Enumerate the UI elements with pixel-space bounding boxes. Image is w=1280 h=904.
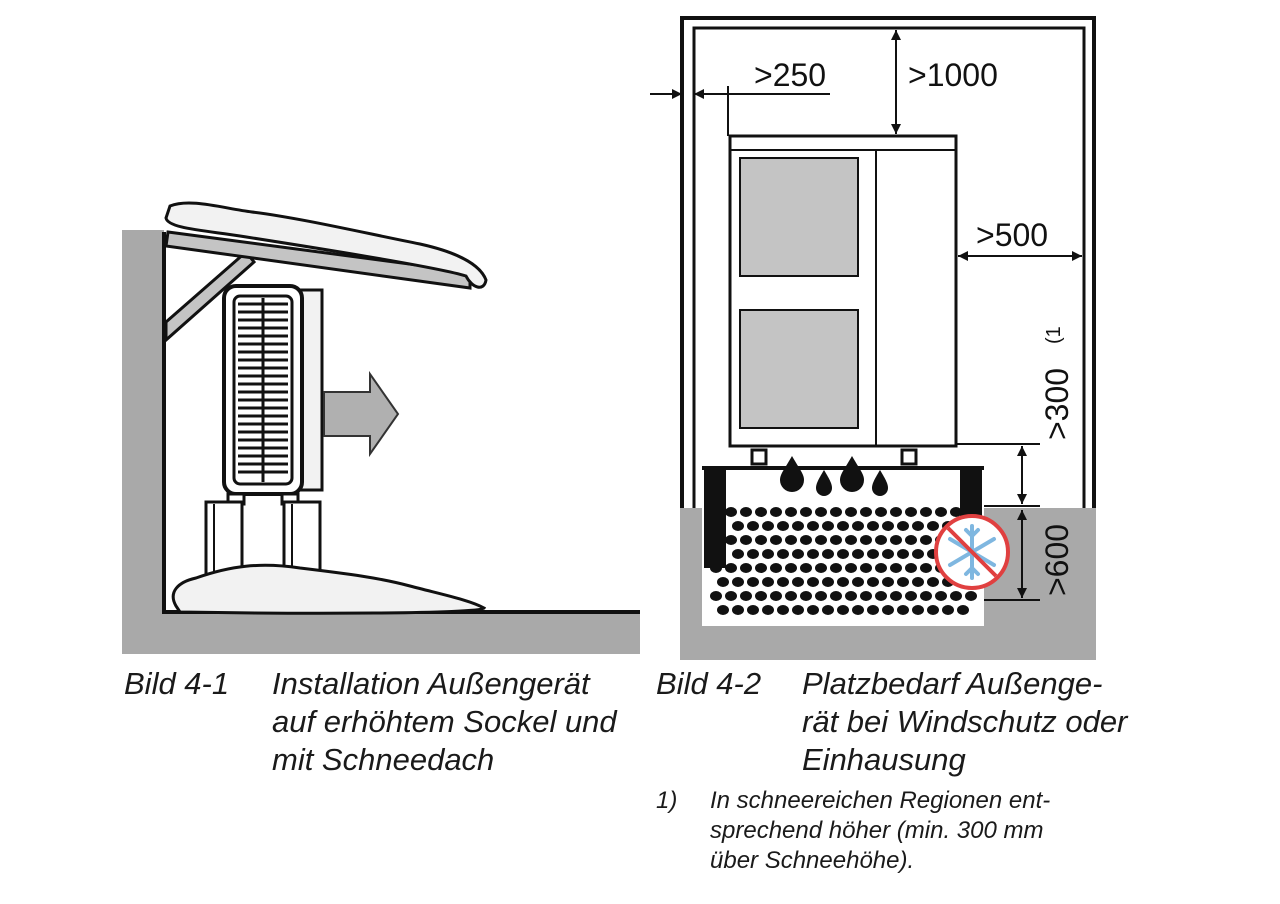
footnote-line-2: sprechend höher (min. 300 mm <box>710 817 1044 844</box>
footnote-line-3: über Schneehöhe). <box>710 847 915 874</box>
no-frost-icon <box>934 514 1010 590</box>
dim-300-note-marker: (1 <box>1043 326 1065 344</box>
figure-right-caption-line-3: Einhausung <box>802 742 966 777</box>
unit-foot-right <box>900 448 918 466</box>
wall-ground-outline <box>162 232 640 614</box>
figure-right-label: Bild 4-2 <box>656 666 762 701</box>
enclosure-frame <box>680 16 1096 508</box>
footnote-number: 1) <box>656 787 678 814</box>
snow-roof-board <box>164 230 472 290</box>
pit-wall-right <box>960 468 982 524</box>
water-drop-icon <box>780 456 888 496</box>
pit-wall-left <box>704 468 726 568</box>
figure-left-caption-line-2: auf erhöhtem Sockel und <box>272 704 617 739</box>
dim-600-label: >600 <box>1039 524 1075 596</box>
unit-foot-left <box>750 448 768 466</box>
dim-500-label: >500 <box>976 217 1048 253</box>
roof-bracket <box>164 249 257 344</box>
figure-right-caption-line-2: rät bei Windschutz oder <box>802 704 1128 739</box>
figure-left-illustration <box>122 201 640 654</box>
figure-left-label: Bild 4-1 <box>124 666 230 701</box>
dim-1000-label: >1000 <box>908 57 998 93</box>
dim-250-label: >250 <box>754 57 826 93</box>
ground-snow <box>171 563 487 615</box>
ground-left <box>122 612 640 654</box>
figure-right-caption-line-1: Platzbedarf Außenge- <box>802 666 1103 701</box>
unit-panel-top <box>739 157 859 277</box>
figure-right-illustration: >250 >1000 >500 >300 (1 >600 <box>650 16 1096 660</box>
unit-panel-bottom <box>739 309 859 429</box>
enclosure-frame-inner <box>692 26 1086 508</box>
dim-300-label: >300 <box>1039 368 1075 440</box>
footnote-line-1: In schneereichen Regionen ent- <box>710 787 1051 814</box>
figure-left-caption-line-1: Installation Außengerät <box>272 666 590 701</box>
wall <box>122 230 164 654</box>
arrow-right-icon <box>323 370 400 458</box>
figure-left-caption-line-3: mit Schneedach <box>272 742 495 777</box>
roof-snow <box>164 201 488 289</box>
